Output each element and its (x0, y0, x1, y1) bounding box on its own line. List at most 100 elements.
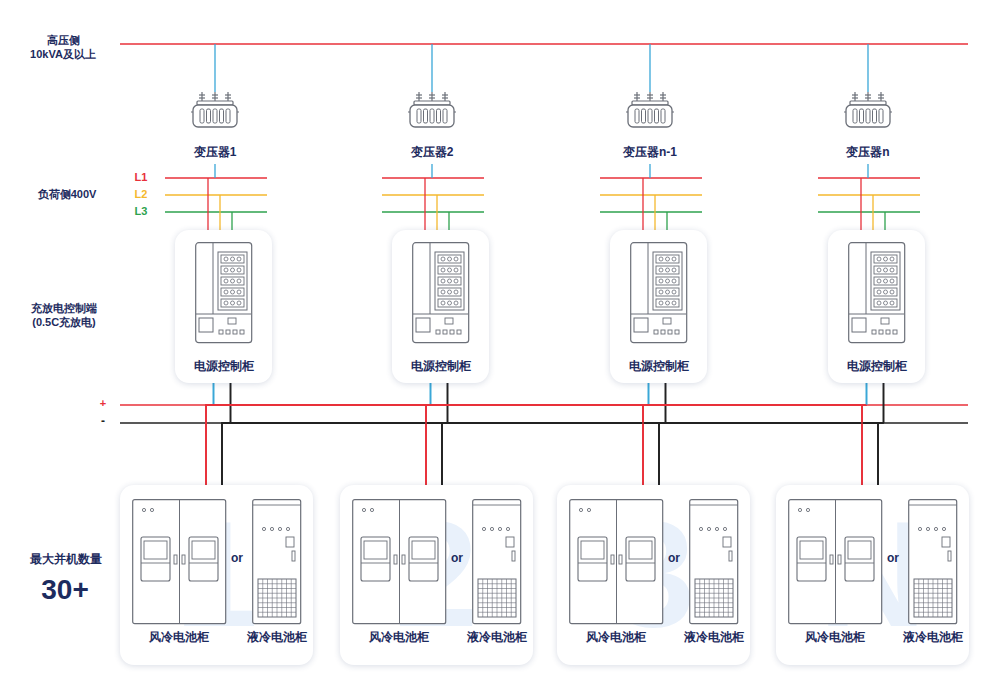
icon-stroke (890, 268, 894, 272)
icon-stroke (663, 318, 671, 324)
icon-stroke (659, 279, 663, 283)
icon-stroke (192, 541, 215, 559)
wire (659, 423, 884, 485)
icon-stroke (806, 508, 809, 511)
icon-stroke (237, 111, 239, 112)
icon-stroke (890, 257, 894, 261)
icon-stroke (213, 109, 217, 123)
battery-label: 风冷电池柜 (565, 630, 667, 645)
icon-stroke (429, 94, 435, 95)
icon-stroke (877, 301, 881, 305)
battery-label: 风冷电池柜 (128, 630, 230, 645)
or-label: or (448, 551, 466, 566)
wire (222, 423, 448, 485)
icon-stroke (438, 266, 461, 274)
icon-stroke (220, 109, 224, 123)
icon-stroke (628, 105, 672, 127)
lv-lines (165, 178, 920, 212)
icon-stroke (672, 290, 676, 294)
battery-label: 风冷电池柜 (784, 630, 886, 645)
icon-stroke (788, 500, 881, 624)
wire (214, 164, 215, 178)
icon-stroke (444, 92, 445, 101)
wire (430, 383, 431, 405)
icon-stroke (578, 563, 607, 564)
icon-stroke (224, 279, 228, 283)
wire (447, 383, 448, 423)
icon-stroke (579, 508, 582, 511)
icon-stroke (937, 579, 938, 617)
control-side-label: 充放电控制端 (0.5C充放电) (18, 302, 110, 330)
wire (447, 383, 448, 423)
polarity-label: + (96, 397, 110, 411)
icon-stroke (942, 527, 945, 530)
l3-line (600, 211, 702, 212)
wire (659, 423, 666, 485)
icon-stroke (883, 290, 887, 294)
icon-stroke (656, 255, 679, 263)
air-cooled-battery-cabinet: 风冷电池柜 (565, 499, 667, 651)
icon-stroke (699, 527, 702, 530)
icon-stroke (230, 268, 234, 272)
icon-stroke (581, 541, 604, 559)
icon-stroke (914, 598, 952, 599)
transformer: 变压器n-1 (608, 92, 692, 164)
icon-stroke (240, 330, 244, 334)
battery-label: 液冷电池柜 (244, 630, 310, 645)
connector (643, 383, 666, 485)
icon-stroke (199, 318, 213, 332)
icon-stroke (854, 92, 855, 101)
wire (866, 383, 867, 405)
wire (431, 405, 863, 485)
icon-stroke (258, 598, 296, 599)
cabinet-label: 电源控制柜 (610, 359, 707, 374)
wire (206, 405, 214, 485)
wire (665, 383, 666, 423)
power-control-cabinet: 电源控制柜 (828, 230, 925, 383)
icon-stroke (665, 257, 669, 261)
wire (426, 405, 649, 485)
icon-stroke (141, 563, 170, 564)
icon-stroke (883, 279, 887, 283)
battery-label: 风冷电池柜 (348, 630, 450, 645)
icon-stroke (447, 301, 451, 305)
icon-stroke (409, 563, 438, 564)
transformer-symbol (843, 92, 893, 130)
transformer-label: 变压器2 (390, 145, 474, 160)
icon-stroke (408, 111, 410, 112)
cabinet-label: 电源控制柜 (392, 359, 489, 374)
wire (222, 423, 666, 485)
wire (231, 212, 232, 230)
icon-stroke (454, 268, 458, 272)
icon-stroke (501, 579, 502, 617)
icon-stroke (286, 579, 287, 617)
air-cabinet-symbol (788, 499, 883, 625)
wire (436, 195, 437, 230)
air-cabinet-symbol (132, 499, 227, 625)
icon-stroke (656, 277, 679, 285)
control-cabinet-symbol (630, 242, 688, 344)
wire (883, 383, 884, 423)
icon-stroke (655, 109, 659, 123)
icon-stroke (695, 598, 733, 599)
icon-stroke (506, 537, 514, 547)
icon-stroke (723, 537, 731, 547)
connector (431, 383, 660, 485)
icon-stroke (174, 555, 177, 564)
wire (448, 423, 660, 485)
wire (222, 423, 884, 485)
icon-stroke (877, 268, 881, 272)
icon-stroke (695, 579, 733, 617)
icon-stroke (412, 541, 435, 559)
icon-stroke (430, 109, 434, 123)
icon-stroke (672, 268, 676, 272)
icon-stroke (852, 97, 858, 98)
icon-stroke (797, 537, 826, 581)
icon-stroke (221, 266, 244, 274)
wire (665, 383, 666, 423)
icon-stroke (874, 255, 897, 263)
icon-stroke (886, 330, 890, 334)
icon-stroke (723, 579, 724, 617)
icon-stroke (629, 541, 652, 559)
icon-stroke (707, 527, 710, 530)
